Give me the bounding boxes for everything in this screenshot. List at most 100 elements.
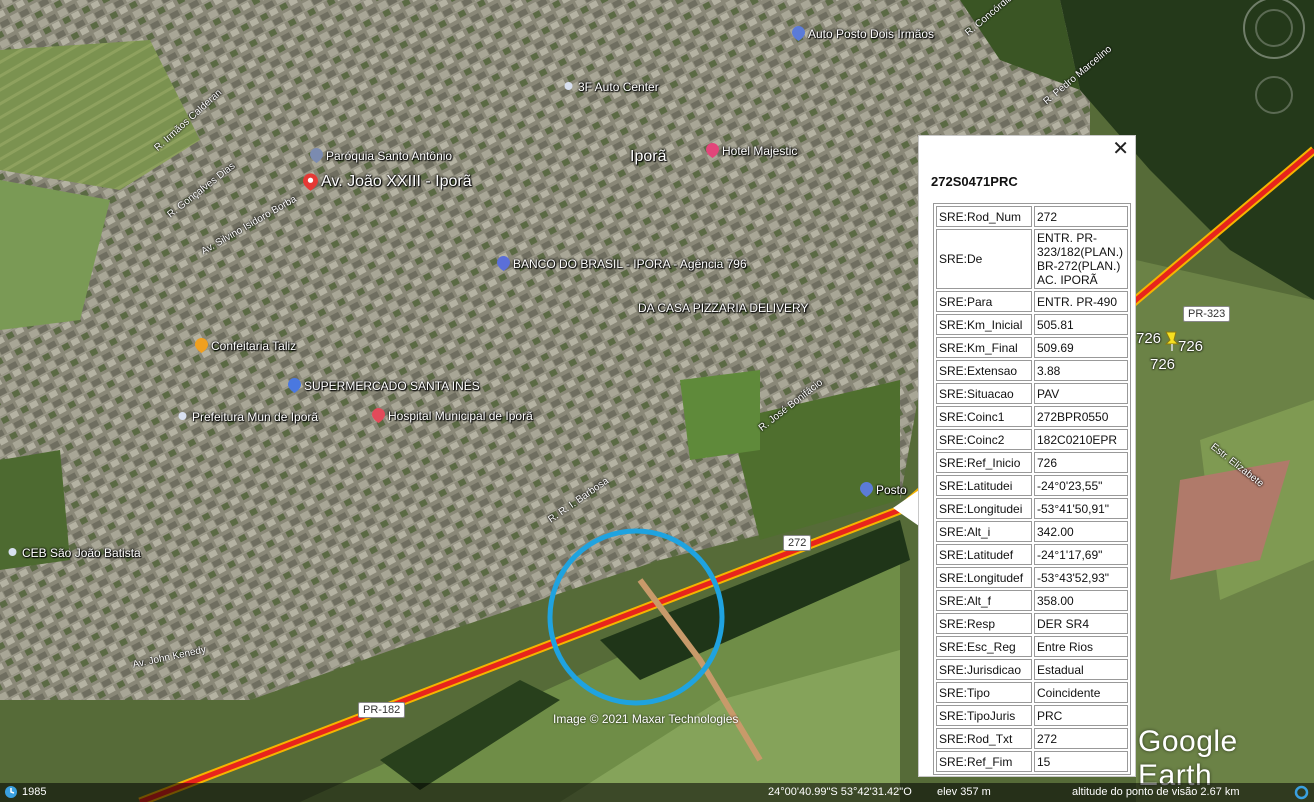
attr-key: SRE:Rod_Txt <box>936 728 1032 749</box>
place-paroquia[interactable]: Paróquia Santo Antônio <box>310 148 452 163</box>
attr-value: ENTR. PR-323/182(PLAN.) BR-272(PLAN.) AC… <box>1034 229 1128 289</box>
marker-label: 726 <box>1178 338 1204 355</box>
attr-value: 342.00 <box>1034 521 1128 542</box>
place-hotel[interactable]: Hotel Majestic <box>706 143 797 158</box>
attr-key: SRE:Coinc1 <box>936 406 1032 427</box>
attr-value: -53°41'50,91" <box>1034 498 1128 519</box>
attr-key: SRE:Para <box>936 291 1032 312</box>
place-prefeitura[interactable]: Prefeitura Mun de Iporã <box>176 409 318 424</box>
dot-pin-icon <box>8 548 17 556</box>
attr-value: -24°1'17,69" <box>1034 544 1128 565</box>
cursor-coordinates: 24°00'40.99"S 53°42'31.42"O <box>768 786 912 798</box>
eye-altitude-readout: altitude do ponto de visão 2.67 km <box>1072 786 1240 798</box>
attr-value: ENTR. PR-490 <box>1034 291 1128 312</box>
elevation-readout: elev 357 m <box>937 786 991 798</box>
move-joystick-icon[interactable] <box>1255 76 1293 114</box>
attr-value: 505.81 <box>1034 314 1128 335</box>
attr-value: Estadual <box>1034 659 1128 680</box>
table-row: SRE:Longitudei-53°41'50,91" <box>936 498 1128 519</box>
place-ceb[interactable]: CEB São João Batista <box>6 545 141 560</box>
attr-key: SRE:Km_Inicial <box>936 314 1032 335</box>
popup-pointer <box>893 490 919 526</box>
attr-key: SRE:Ref_Inicio <box>936 452 1032 473</box>
table-row: SRE:Latitudei-24°0'23,55" <box>936 475 1128 496</box>
attr-key: SRE:Coinc2 <box>936 429 1032 450</box>
attr-key: SRE:Resp <box>936 613 1032 634</box>
pushpin-icon[interactable] <box>1162 330 1182 352</box>
attr-key: SRE:Longitudef <box>936 567 1032 588</box>
place-supermercado[interactable]: SUPERMERCADO SANTA INÊS <box>288 378 480 393</box>
attr-key: SRE:Longitudei <box>936 498 1032 519</box>
attr-key: SRE:Jurisdicao <box>936 659 1032 680</box>
attr-key: SRE:Alt_i <box>936 521 1032 542</box>
place-av-joao[interactable]: Av. João XXIII - Iporã <box>303 172 472 192</box>
place-3f-auto[interactable]: 3F Auto Center <box>562 79 659 94</box>
attr-value: 182C0210EPR <box>1034 429 1128 450</box>
attr-value: 3.88 <box>1034 360 1128 381</box>
attr-value: PAV <box>1034 383 1128 404</box>
attr-key: SRE:Ref_Fim <box>936 751 1032 772</box>
food-pin-icon <box>195 338 208 353</box>
attr-key: SRE:Latitudef <box>936 544 1032 565</box>
attr-key: SRE:Extensao <box>936 360 1032 381</box>
place-banco[interactable]: BANCO DO BRASIL - IPORA - Agência 796 <box>497 256 747 271</box>
attr-value: 358.00 <box>1034 590 1128 611</box>
attr-value: Entre Rios <box>1034 636 1128 657</box>
imagery-year: 1985 <box>22 786 47 798</box>
attr-value: 272BPR0550 <box>1034 406 1128 427</box>
compass-ring-icon[interactable] <box>1243 0 1305 59</box>
attr-key: SRE:TipoJuris <box>936 705 1032 726</box>
attr-value: 272 <box>1034 206 1128 227</box>
attr-value: 15 <box>1034 751 1128 772</box>
close-button[interactable]: ✕ <box>1112 138 1129 160</box>
bank-pin-icon <box>497 256 510 271</box>
place-pizzaria[interactable]: DA CASA PIZZARIA DELIVERY <box>638 301 809 315</box>
place-hospital[interactable]: Hospital Municipal de Iporã <box>372 408 533 423</box>
attr-value: -53°43'52,93" <box>1034 567 1128 588</box>
road-shield-pr182: PR-182 <box>358 702 406 718</box>
red-pin-icon <box>303 173 318 191</box>
place-confeitaria[interactable]: Confeitaria Taliz <box>195 338 296 353</box>
gas-pin-icon <box>860 482 873 497</box>
dot-pin-icon <box>178 412 187 420</box>
historical-imagery-icon[interactable] <box>4 785 18 799</box>
table-row: SRE:Longitudef-53°43'52,93" <box>936 567 1128 588</box>
table-row: SRE:Latitudef-24°1'17,69" <box>936 544 1128 565</box>
attr-value: 509.69 <box>1034 337 1128 358</box>
attr-key: SRE:Km_Final <box>936 337 1032 358</box>
attr-value: Coincidente <box>1034 682 1128 703</box>
road-shield-pr323: PR-323 <box>1183 306 1231 322</box>
navigation-controls[interactable] <box>1228 0 1314 140</box>
imagery-copyright: Image © 2021 Maxar Technologies <box>553 712 739 726</box>
marker-label: 726 <box>1150 356 1176 373</box>
look-joystick-icon[interactable] <box>1255 9 1293 47</box>
status-bar: 1985 24°00'40.99"S 53°42'31.42"O elev 35… <box>0 783 1314 802</box>
marker-label: 726 <box>1136 330 1162 347</box>
attr-key: SRE:Tipo <box>936 682 1032 703</box>
road-shield-272: 272 <box>783 535 812 551</box>
place-auto-posto[interactable]: Auto Posto Dois Irmãos <box>792 26 934 41</box>
attr-key: SRE:Alt_f <box>936 590 1032 611</box>
hotel-pin-icon <box>706 143 719 158</box>
attr-value: 726 <box>1034 452 1128 473</box>
popup-title: 272S0471PRC <box>931 174 1018 189</box>
place-ipora[interactable]: Iporã <box>630 148 667 165</box>
attr-key: SRE:Situacao <box>936 383 1032 404</box>
hospital-pin-icon <box>372 408 385 423</box>
